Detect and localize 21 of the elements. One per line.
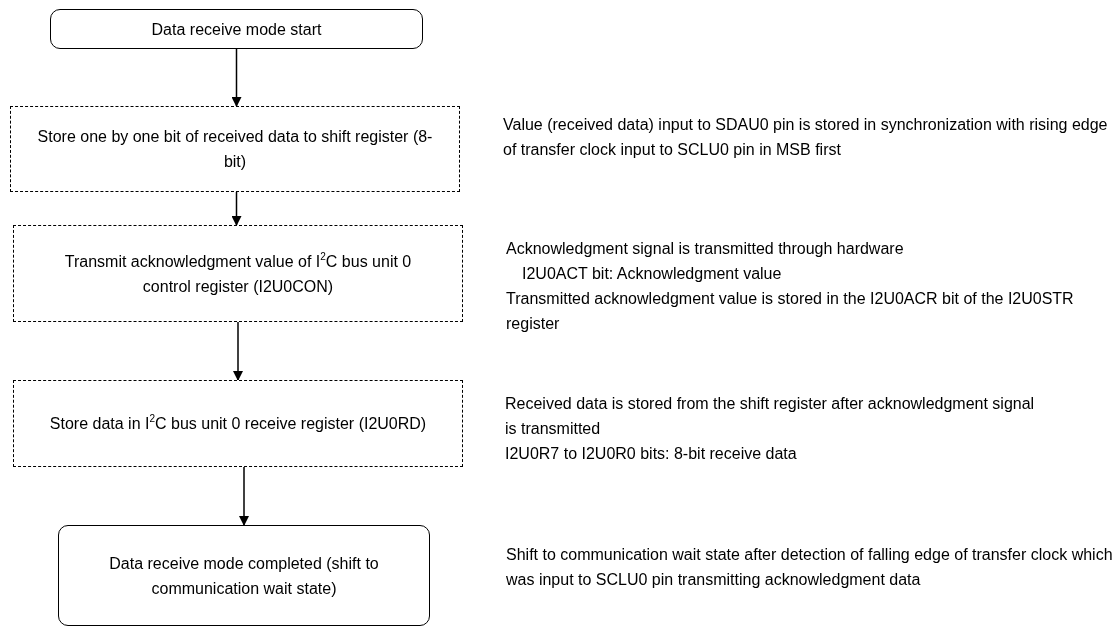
step-text: Store one by one bit of received data to shift register (8-bit) <box>36 127 434 172</box>
description-text: I2U0R7 to I2U0R0 bits: 8-bit receive data <box>505 444 798 464</box>
step-text: Transmit acknowledgment value of I$^{2}$C bus unit 0 control register (I2U0CON) <box>63 249 413 297</box>
description-text: I2U0ACT bit: Acknowledgment value <box>521 264 783 284</box>
description-text: Value (received data) input to SDAU0 pin is stored in synchronization with rising edge of transfer clock input to SCLU0 pin in MSB first <box>503 115 1109 160</box>
description-text: Received data is stored from the shift register after acknowledgment signal is transmitted <box>505 394 1036 439</box>
terminal-box <box>58 525 430 626</box>
step-text: Data receive mode completed (shift to communication wait state) <box>108 553 380 599</box>
terminal-box <box>50 9 423 49</box>
description-text: Shift to communication wait state after detection of falling edge of transfer clock which was input to SCLU0 pin transmitting acknowledgment data <box>506 545 1114 590</box>
process-box <box>13 225 463 322</box>
arrow <box>231 191 242 226</box>
arrow <box>231 48 242 107</box>
step-text: Store data in I$^{2}$C bus unit 0 receive register (I2U0RD) <box>49 412 427 434</box>
process-box <box>13 380 463 467</box>
description-text: Acknowledgment signal is transmitted through hardware <box>506 239 905 259</box>
arrow <box>239 466 249 526</box>
description-text: Transmitted acknowledgment value is stored in the I2U0ACR bit of the I2U0STR register <box>506 289 1075 334</box>
arrow <box>233 321 243 381</box>
process-box <box>10 106 460 192</box>
step-text: Data receive mode start <box>151 19 322 40</box>
